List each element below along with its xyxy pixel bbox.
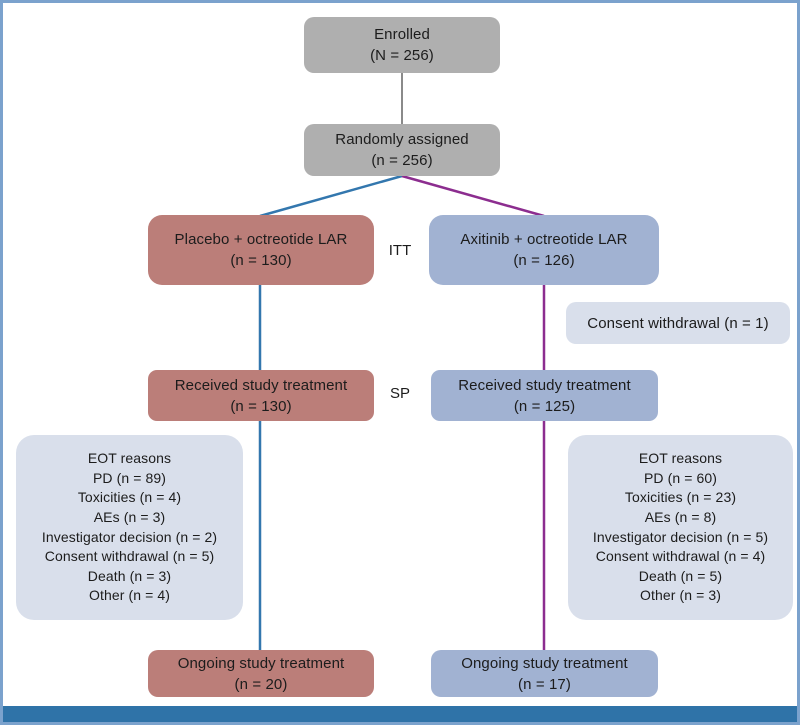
placebo-sp-box: Received study treatment (n = 130) [148, 370, 374, 421]
connector-randomized-axitinib [401, 174, 545, 218]
axitinib-itt-count: (n = 126) [513, 252, 575, 269]
enrolled-box: Enrolled (N = 256) [304, 17, 500, 73]
axitinib-sp-count: (n = 125) [513, 397, 576, 415]
eot-right-line: Consent withdrawal (n = 4) [595, 548, 766, 565]
randomized-box: Randomly assigned (n = 256) [304, 124, 500, 176]
axitinib-sp-box: Received study treatment (n = 125) [431, 370, 658, 421]
axitinib-itt-label: Axitinib + octreotide LAR [460, 231, 628, 248]
ongoing-axitinib-box: Ongoing study treatment (n = 17) [431, 650, 658, 697]
placebo-sp-count: (n = 130) [230, 397, 292, 415]
ongoing-axitinib-count: (n = 17) [518, 675, 571, 693]
eot-left-line: Investigator decision (n = 2) [41, 528, 218, 545]
placebo-sp-label: Received study treatment [174, 376, 348, 394]
eot-left-line: AEs (n = 3) [93, 508, 166, 525]
axitinib-sp-label: Received study treatment [458, 376, 631, 394]
eot-right-line: Death (n = 5) [638, 567, 723, 584]
placebo-itt-count: (n = 130) [230, 252, 292, 269]
consent-withdrawal-box: Consent withdrawal (n = 1) [566, 302, 790, 344]
eot-right-line: PD (n = 60) [643, 469, 718, 486]
eot-left-title: EOT reasons [87, 450, 172, 467]
placebo-itt-label: Placebo + octreotide LAR [174, 231, 348, 248]
consent-withdrawal-label: Consent withdrawal (n = 1) [587, 314, 769, 332]
connector-randomized-placebo [259, 174, 403, 218]
eot-right-line: Investigator decision (n = 5) [592, 528, 769, 545]
eot-right-line: Toxicities (n = 23) [624, 489, 737, 506]
ongoing-placebo-label: Ongoing study treatment [177, 654, 345, 672]
randomized-count: (n = 256) [371, 152, 433, 169]
eot-reasons-placebo-box: EOT reasons PD (n = 89) Toxicities (n = … [16, 435, 243, 620]
randomized-label: Randomly assigned [335, 131, 469, 148]
bottom-accent-bar [3, 706, 797, 722]
axitinib-itt-box: Axitinib + octreotide LAR (n = 126) [429, 215, 659, 285]
eot-left-line: PD (n = 89) [92, 469, 167, 486]
sp-population-label: SP [389, 385, 410, 402]
eot-left-line: Consent withdrawal (n = 5) [44, 548, 215, 565]
ongoing-placebo-box: Ongoing study treatment (n = 20) [148, 650, 374, 697]
connector-lines [258, 73, 546, 651]
eot-left-line: Death (n = 3) [87, 567, 172, 584]
eot-right-line: Other (n = 3) [639, 587, 722, 604]
ongoing-axitinib-label: Ongoing study treatment [461, 654, 628, 672]
enrolled-label: Enrolled [374, 26, 430, 43]
enrolled-count: (N = 256) [370, 47, 434, 64]
ongoing-placebo-count: (n = 20) [234, 675, 288, 693]
eot-right-title: EOT reasons [638, 450, 723, 467]
eot-right-line: AEs (n = 8) [644, 508, 717, 525]
placebo-itt-box: Placebo + octreotide LAR (n = 130) [148, 215, 374, 285]
itt-population-label: ITT [388, 242, 412, 259]
eot-reasons-axitinib-box: EOT reasons PD (n = 60) Toxicities (n = … [568, 435, 793, 620]
eot-left-line: Toxicities (n = 4) [77, 489, 182, 506]
eot-left-line: Other (n = 4) [88, 587, 171, 604]
